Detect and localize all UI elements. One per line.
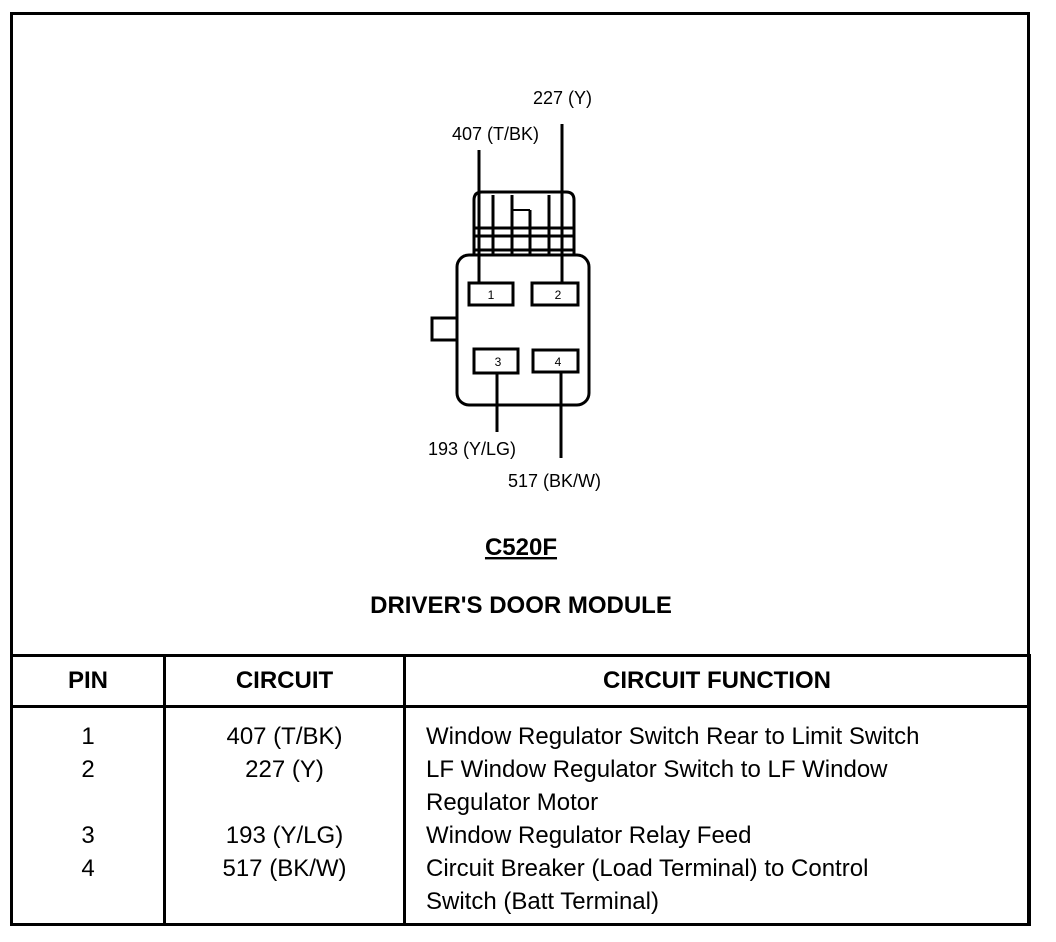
circuit-cell: 407 (T/BK): [226, 723, 343, 750]
header-circuit-function: CIRCUIT FUNCTION: [403, 654, 1031, 708]
function-cell: Regulator Motor: [426, 789, 599, 816]
connector-side-tab: [430, 316, 459, 342]
pin-number-1: 1: [488, 288, 495, 302]
header-pin: PIN: [10, 654, 166, 708]
connector-latch-block: [472, 190, 576, 255]
pin-cell: 2: [81, 756, 95, 783]
wire-label-227: 227 (Y): [533, 88, 592, 108]
pin-number-4: 4: [555, 355, 562, 369]
wire-label-407: 407 (T/BK): [452, 124, 539, 144]
function-cell: Window Regulator Relay Feed: [426, 822, 752, 849]
pin-number-2: 2: [555, 288, 562, 302]
wire-label-517: 517 (BK/W): [508, 471, 601, 491]
function-cell: Switch (Batt Terminal): [426, 888, 659, 915]
pin-number-3: 3: [495, 355, 502, 369]
connector-id: C520F: [485, 534, 557, 561]
circuit-column: 407 (T/BK) 227 (Y) 193 (Y/LG) 517 (BK/W): [163, 706, 406, 926]
pin-cavity-1: 1: [467, 281, 515, 307]
circuit-cell: 517 (BK/W): [222, 855, 347, 882]
pin-cell: 3: [81, 822, 95, 849]
function-cell: Circuit Breaker (Load Terminal) to Contr…: [426, 855, 869, 882]
pin-cell: 4: [81, 855, 95, 882]
header-circuit: CIRCUIT: [163, 654, 406, 708]
wire-label-193: 193 (Y/LG): [428, 439, 516, 459]
circuit-cell: 193 (Y/LG): [225, 822, 344, 849]
pin-cavity-4: 4: [531, 348, 580, 374]
function-cell: LF Window Regulator Switch to LF Window: [426, 756, 888, 783]
module-name: DRIVER'S DOOR MODULE: [370, 592, 672, 619]
pin-table: PIN CIRCUIT CIRCUIT FUNCTION 1 2 3 4 407…: [10, 654, 1031, 926]
function-cell: Window Regulator Switch Rear to Limit Sw…: [426, 723, 920, 750]
circuit-cell-spacer: [166, 786, 403, 819]
connector-body: [455, 253, 591, 407]
pin-cell: 1: [81, 723, 95, 750]
pin-table-header: PIN CIRCUIT CIRCUIT FUNCTION: [10, 654, 1031, 708]
pin-cavity-2: 2: [530, 281, 580, 307]
pin-cell-spacer: [13, 786, 163, 819]
pin-cavity-3: 3: [472, 347, 520, 375]
pin-column: 1 2 3 4: [10, 706, 166, 926]
table-body-row: 1 2 3 4 407 (T/BK) 227 (Y) 193 (Y/LG) 51…: [10, 706, 1031, 926]
circuit-cell: 227 (Y): [245, 756, 324, 783]
function-column: Window Regulator Switch Rear to Limit Sw…: [403, 706, 1031, 926]
